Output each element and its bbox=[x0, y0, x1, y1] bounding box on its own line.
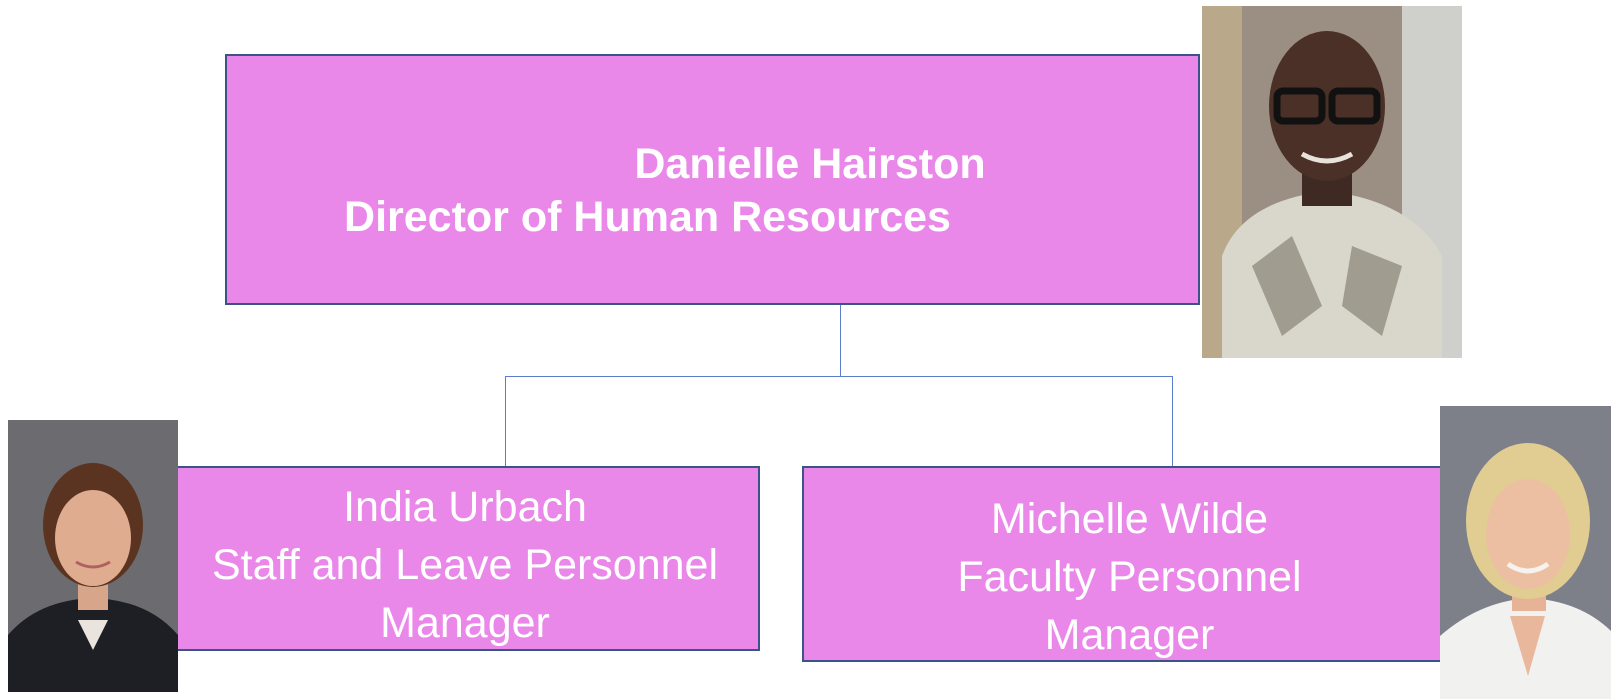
report-title-line2: Manager bbox=[1044, 611, 1215, 659]
director-title: Director of Human Resources bbox=[344, 193, 951, 241]
india-photo bbox=[8, 420, 178, 692]
report-title-line1: Staff and Leave Personnel bbox=[211, 541, 719, 589]
report-title-line1: Faculty Personnel bbox=[957, 553, 1302, 601]
director-photo bbox=[1202, 6, 1462, 358]
report-name: India Urbach bbox=[343, 483, 587, 531]
director-box: Danielle Hairston Director of Human Reso… bbox=[225, 54, 1200, 305]
director-name: Danielle Hairston bbox=[634, 140, 986, 188]
report-box-michelle: Michelle Wilde Faculty Personnel Manager bbox=[802, 466, 1457, 662]
connector-horizontal bbox=[505, 376, 1173, 377]
connector-director-down bbox=[840, 305, 841, 377]
report-box-india: India Urbach Staff and Leave Personnel M… bbox=[170, 466, 760, 651]
report-title-line2: Manager bbox=[380, 599, 550, 647]
report-name: Michelle Wilde bbox=[990, 495, 1269, 543]
michelle-photo bbox=[1440, 406, 1611, 699]
connector-michelle-down bbox=[1172, 376, 1173, 466]
connector-india-down bbox=[505, 376, 506, 466]
